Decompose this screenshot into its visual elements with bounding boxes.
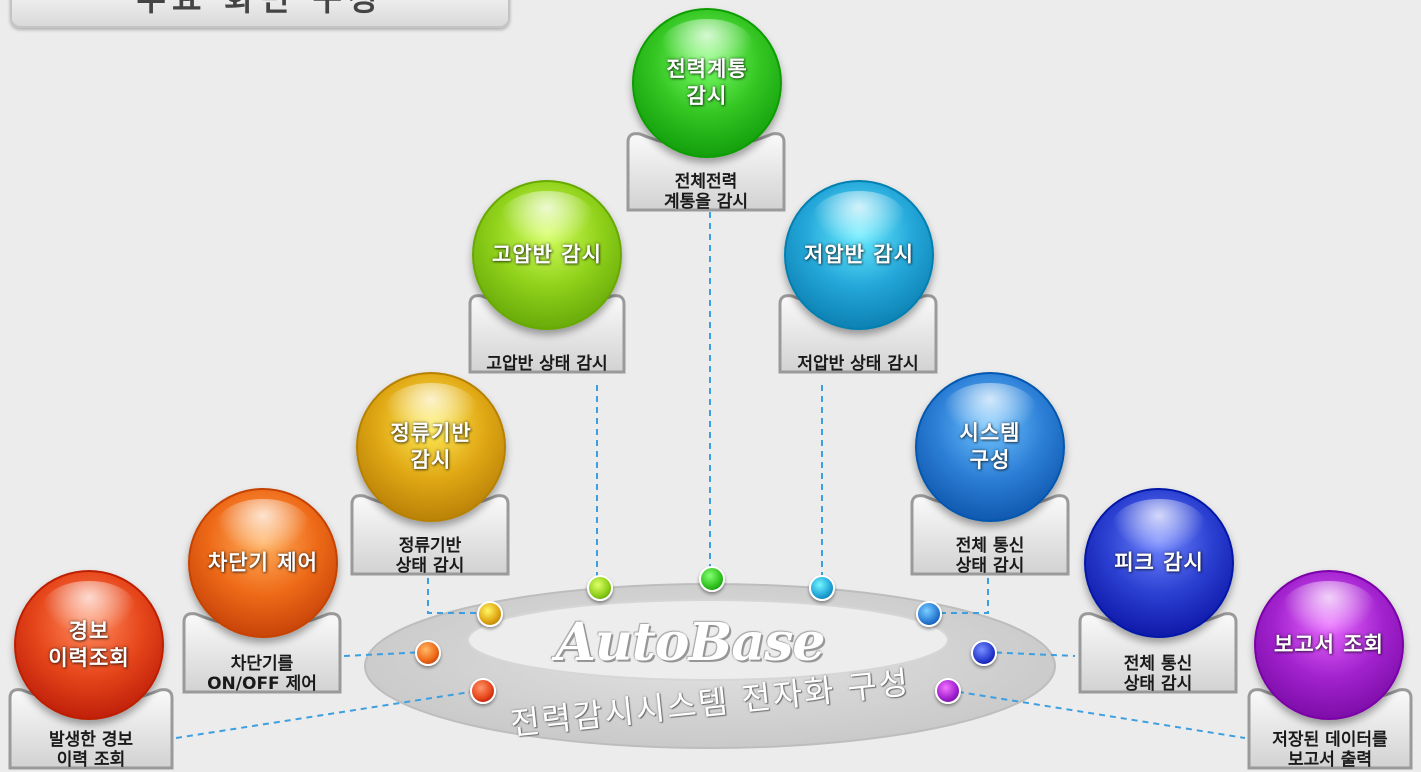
ball-label-peak: 피크 감시: [1114, 550, 1204, 575]
ball-highlight: [1282, 580, 1376, 637]
cradle-peak: 전체 통신 상태 감시: [1076, 608, 1240, 696]
ball-breaker[interactable]: 차단기 제어: [188, 488, 338, 638]
caption-system-config: 전체 통신 상태 감시: [955, 536, 1025, 576]
caption-low-voltage: 저압반 상태 감시: [797, 354, 919, 374]
ball-power-grid[interactable]: 전력계통 감시: [632, 8, 782, 158]
ball-rectifier[interactable]: 정류기반 감시: [356, 372, 506, 522]
ball-low-voltage[interactable]: 저압반 감시: [784, 180, 934, 330]
caption-peak: 전체 통신 상태 감시: [1123, 654, 1193, 694]
ball-label-breaker: 차단기 제어: [208, 550, 318, 575]
ball-label-power-grid: 전력계통 감시: [666, 57, 748, 108]
connector-system-config: [932, 578, 989, 614]
ball-label-low-voltage: 저압반 감시: [804, 242, 914, 267]
ring-dot-alarm: [470, 678, 496, 704]
caption-rectifier: 정류기반 상태 감시: [395, 536, 465, 576]
ring-dot-report: [935, 678, 961, 704]
connector-breaker: [343, 651, 427, 657]
ball-label-high-voltage: 고압반 감시: [492, 242, 602, 267]
ball-report[interactable]: 보고서 조회: [1254, 570, 1404, 720]
ball-highlight: [42, 580, 136, 637]
ball-peak[interactable]: 피크 감시: [1084, 488, 1234, 638]
caption-power-grid: 전체전력 계통을 감시: [663, 172, 749, 212]
caption-breaker: 차단기를 ON/OFF 제어: [207, 654, 317, 694]
connector-peak: [984, 651, 1076, 657]
cradle-rectifier: 정류기반 상태 감시: [348, 490, 512, 578]
ball-highlight: [660, 18, 754, 75]
header-title: 주요 화면 구성: [12, 0, 508, 20]
caption-alarm: 발생한 경보 이력 조회: [48, 730, 134, 770]
ball-highlight: [384, 382, 478, 439]
ball-alarm[interactable]: 경보 이력조회: [14, 570, 164, 720]
ball-highlight: [500, 190, 594, 247]
ring-dot-low-voltage: [809, 575, 835, 601]
base-ring-inner: [467, 599, 949, 681]
cradle-system-config: 전체 통신 상태 감시: [908, 490, 1072, 578]
ring-dot-high-voltage: [587, 575, 613, 601]
ball-highlight: [216, 498, 310, 555]
ring-dot-system-config: [916, 601, 942, 627]
ring-dot-rectifier: [477, 601, 503, 627]
ball-label-report: 보고서 조회: [1274, 632, 1384, 657]
ball-system-config[interactable]: 시스템 구성: [915, 372, 1065, 522]
ball-label-system-config: 시스템 구성: [959, 421, 1021, 472]
autobase-logo: AutoBase: [555, 612, 826, 673]
ball-highlight: [1112, 498, 1206, 555]
ball-high-voltage[interactable]: 고압반 감시: [472, 180, 622, 330]
ring-dot-power-grid: [699, 566, 725, 592]
ball-highlight: [812, 190, 906, 247]
ring-dot-peak: [971, 640, 997, 666]
cradle-power-grid: 전체전력 계통을 감시: [624, 128, 788, 214]
ring-dot-breaker: [415, 640, 441, 666]
ball-label-alarm: 경보 이력조회: [48, 619, 130, 670]
caption-high-voltage: 고압반 상태 감시: [486, 354, 608, 374]
connector-alarm: [175, 689, 484, 739]
caption-report: 저장된 데이터를 보고서 출력: [1272, 730, 1388, 770]
ball-label-rectifier: 정류기반 감시: [390, 421, 472, 472]
connector-rectifier: [427, 578, 486, 614]
ball-highlight: [943, 382, 1037, 439]
header-banner: 주요 화면 구성: [10, 0, 510, 28]
